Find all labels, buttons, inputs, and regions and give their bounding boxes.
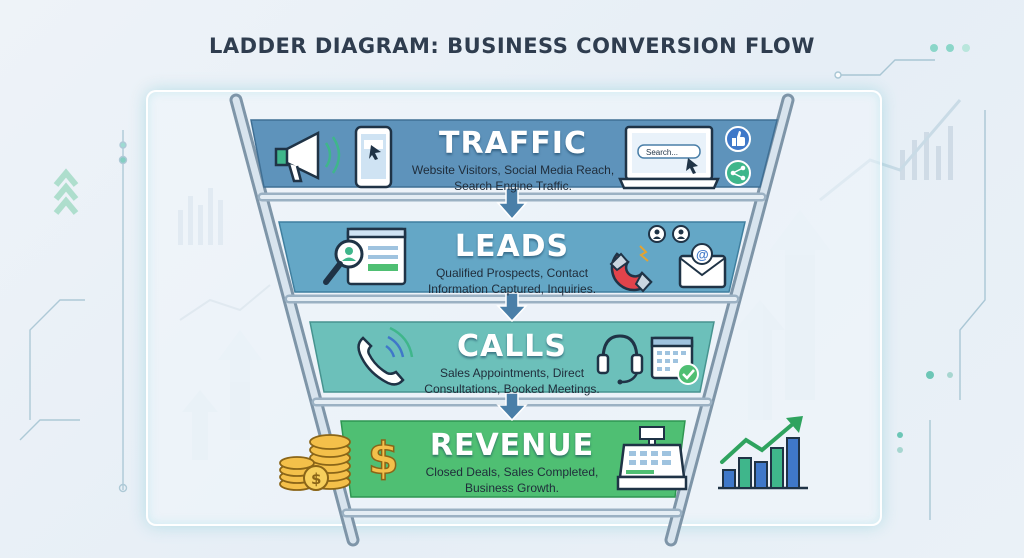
- stage-desc-leads-line1: Qualified Prospects, Contact: [435, 266, 589, 280]
- email-icon: @: [678, 243, 727, 289]
- stage-revenue: REVENUE Closed Deals, Sales Completed, B…: [418, 428, 606, 495]
- stage-desc-revenue-line1: Closed Deals, Sales Completed,: [425, 465, 599, 479]
- dollar-sign-icon: $: [367, 432, 399, 485]
- flow-arrows: [496, 187, 528, 422]
- stage-desc-revenue-line2: Business Growth.: [464, 481, 560, 495]
- stage-calls: CALLS Sales Appointments, Direct Consult…: [416, 329, 608, 396]
- cash-register-icon: [616, 426, 688, 491]
- right-dots: [897, 44, 970, 453]
- dollar-sign: $: [368, 433, 399, 484]
- share-icon: [725, 160, 751, 186]
- stage-traffic: TRAFFIC Website Visitors, Social Media R…: [406, 126, 620, 193]
- stage-band-calls: [309, 321, 715, 393]
- ladder-right-rail: [664, 93, 795, 547]
- right-circuit-lines: [834, 59, 986, 520]
- diagram-title: LADDER DIAGRAM: BUSINESS CONVERSION FLOW: [209, 34, 815, 58]
- stage-desc-calls-line1: Sales Appointments, Direct: [439, 366, 585, 380]
- magnet-icon: [609, 245, 653, 293]
- coins-stack-icon: $: [279, 434, 351, 491]
- coin-symbol: $: [311, 470, 321, 488]
- stage-desc-leads-line2: Information Captured, Inquiries.: [427, 282, 597, 296]
- stage-leads: LEADS Qualified Prospects, Contact Infor…: [414, 229, 610, 296]
- phone-icon: [357, 326, 414, 386]
- growth-bar-chart-icon: [718, 416, 808, 490]
- stage-desc-traffic-line2: Search Engine Traffic.: [454, 179, 572, 193]
- stage-desc-traffic-line1: Website Visitors, Social Media Reach,: [411, 163, 615, 177]
- smartphone-icon: [354, 125, 393, 189]
- email-symbol: @: [696, 247, 709, 262]
- flow-arrow-3: [496, 392, 528, 422]
- stage-title-calls: CALLS: [456, 329, 568, 364]
- calendar-check-icon: [650, 336, 699, 385]
- megaphone-icon: [274, 130, 341, 183]
- headset-icon: [596, 334, 644, 385]
- left-chevrons: [53, 168, 79, 215]
- profile-search-icon: [323, 227, 407, 286]
- stage-title-revenue: REVENUE: [429, 428, 595, 463]
- thumbs-up-icon: [725, 126, 751, 152]
- search-box-text: Search...: [646, 148, 678, 157]
- stage-title-traffic: TRAFFIC: [439, 126, 587, 161]
- stage-desc-calls-line2: Consultations, Booked Meetings.: [424, 382, 600, 396]
- user-avatars-icon: [648, 225, 690, 243]
- laptop-search-icon: Search...: [618, 125, 720, 190]
- flow-arrow-1: [496, 187, 528, 221]
- flow-arrow-2: [496, 292, 528, 323]
- left-circuit-lines: [19, 130, 128, 493]
- stage-title-leads: LEADS: [454, 229, 570, 264]
